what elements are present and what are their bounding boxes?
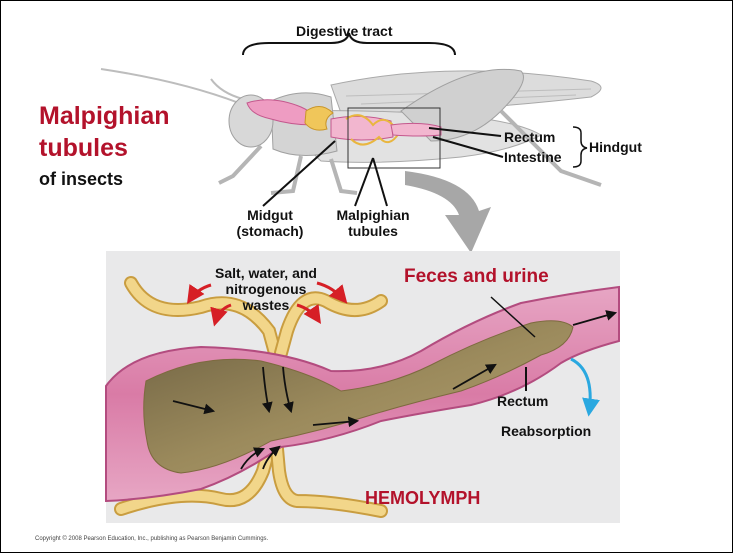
label-salt-line-1: Salt, water, and (191, 265, 341, 281)
label-hemolymph: HEMOLYMPH (365, 488, 480, 509)
label-salt-line-3: wastes (191, 297, 341, 313)
title-line-2: tubules (39, 133, 128, 164)
copyright-notice: Copyright © 2008 Pearson Education, Inc.… (35, 536, 268, 542)
label-intestine: Intestine (504, 149, 562, 165)
label-malpighian-line-1: Malpighian (323, 207, 423, 223)
label-midgut-line-1: Midgut (225, 207, 315, 223)
label-rectum-top: Rectum (504, 129, 555, 145)
label-malpighian-tubules: Malpighian tubules (323, 207, 423, 239)
label-rectum-bottom: Rectum (497, 393, 548, 409)
label-hindgut: Hindgut (589, 139, 642, 155)
title-line-3: of insects (39, 169, 123, 190)
label-midgut-line-2: (stomach) (225, 223, 315, 239)
label-feces-urine: Feces and urine (404, 266, 549, 288)
label-malpighian-line-2: tubules (323, 223, 423, 239)
title-line-1: Malpighian (39, 101, 170, 132)
hindgut-brace (573, 127, 587, 167)
label-salt-line-2: nitrogenous (191, 281, 341, 297)
label-reabsorption: Reabsorption (501, 423, 591, 439)
label-midgut: Midgut (stomach) (225, 207, 315, 239)
label-digestive-tract: Digestive tract (296, 23, 392, 39)
label-salt-water: Salt, water, and nitrogenous wastes (191, 265, 341, 313)
